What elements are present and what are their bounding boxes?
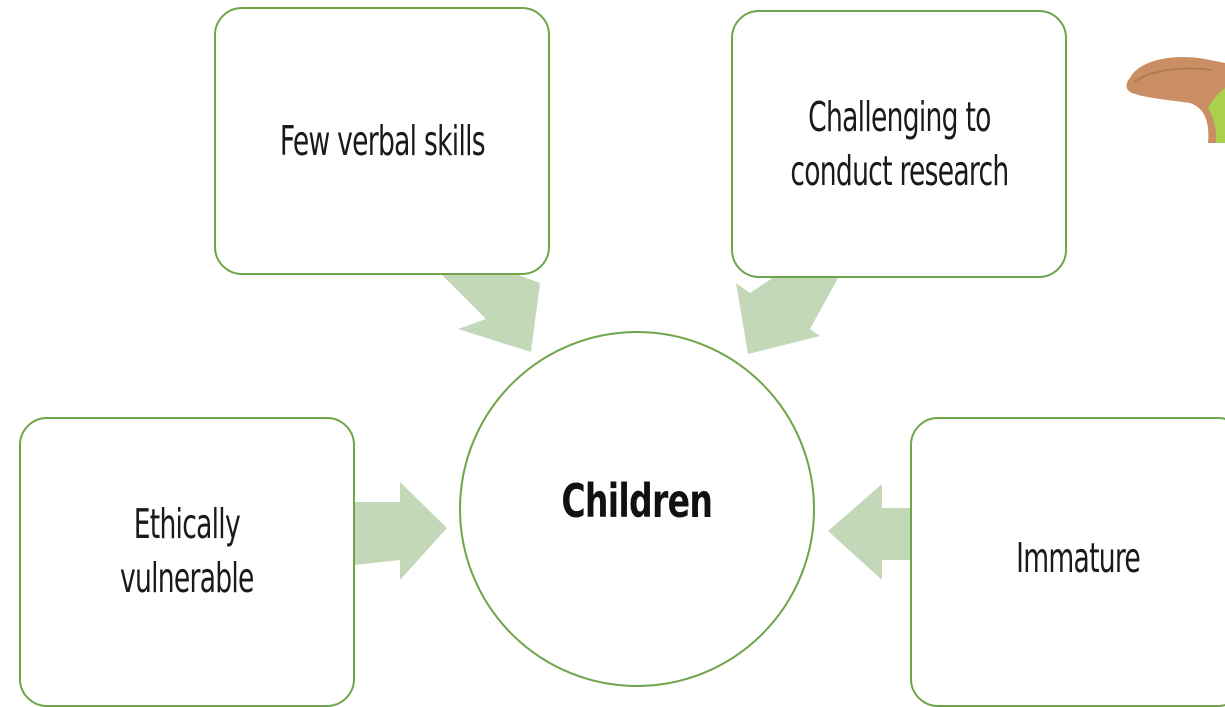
node-challenging-research: Challenging to conduct research (731, 10, 1067, 278)
arrow-from-challenging-research (736, 273, 838, 354)
center-node-children: Children (459, 331, 815, 687)
arrow-from-ethically-vulnerable (354, 482, 447, 580)
arrow-from-immature (828, 484, 912, 580)
center-node-label: Children (561, 474, 714, 528)
node-immature: Immature (910, 417, 1225, 707)
node-immature-label: Immature (1016, 534, 1141, 582)
node-ethically-vulnerable-label: Ethically vulnerable (120, 500, 254, 603)
hand-photo-icon (1126, 57, 1225, 143)
connector-arrows (354, 273, 912, 580)
node-few-verbal-skills-label: Few verbal skills (279, 116, 485, 165)
arrow-from-few-verbal-skills (440, 273, 540, 352)
node-challenging-research-label: Challenging to conduct research (789, 92, 1009, 195)
node-ethically-vulnerable: Ethically vulnerable (19, 417, 355, 707)
node-few-verbal-skills: Few verbal skills (214, 7, 550, 275)
